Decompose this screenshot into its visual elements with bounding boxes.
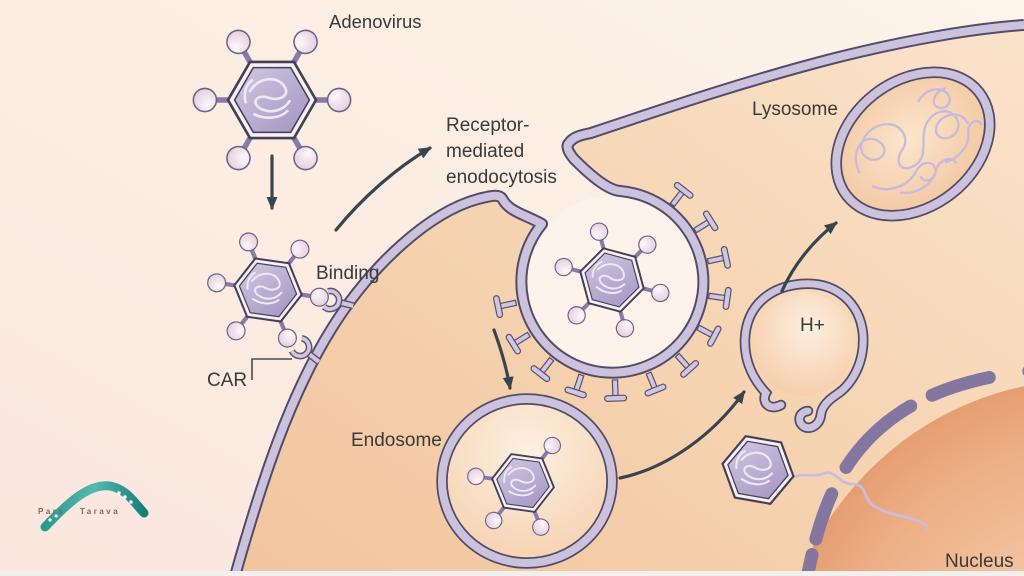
arrow-pit-to-endosome <box>492 328 514 390</box>
nucleus-body <box>799 386 1024 576</box>
lysosome-enzyme-tangle <box>854 87 984 195</box>
process-arrows <box>266 146 838 480</box>
car-label-connector <box>251 358 292 380</box>
cell-cytoplasm <box>235 25 1024 576</box>
label-adenovirus: Adenovirus <box>329 11 422 32</box>
label-lysosome: Lysosome <box>752 99 838 120</box>
bottom-edge-strip <box>0 571 1024 576</box>
logo-text: Pars Tarava <box>38 507 120 516</box>
arrow-binding-to-endocytosis <box>334 146 432 232</box>
label-nucleus: Nucleus <box>945 551 1014 572</box>
arrow-endosome-to-vesicle <box>618 390 746 480</box>
pars-tarava-logo: Pars Tarava <box>38 481 149 532</box>
logo-wave-icon <box>40 481 149 532</box>
label-receptor-mediated-endocytosis: Receptor- mediated enodocytosis <box>446 115 557 188</box>
label-endosome: Endosome <box>351 430 442 451</box>
label-h-plus: H+ <box>800 315 825 336</box>
plasma-membrane <box>229 19 1024 576</box>
arrow-vesicle-to-lysosome <box>780 221 838 293</box>
lysosome-organelle <box>830 66 996 222</box>
viral-dna-thread <box>784 471 928 531</box>
acidified-vesicle <box>739 278 869 433</box>
nuclear-envelope <box>800 365 1024 576</box>
label-car: CAR <box>207 370 247 391</box>
label-binding: Binding <box>316 263 379 284</box>
